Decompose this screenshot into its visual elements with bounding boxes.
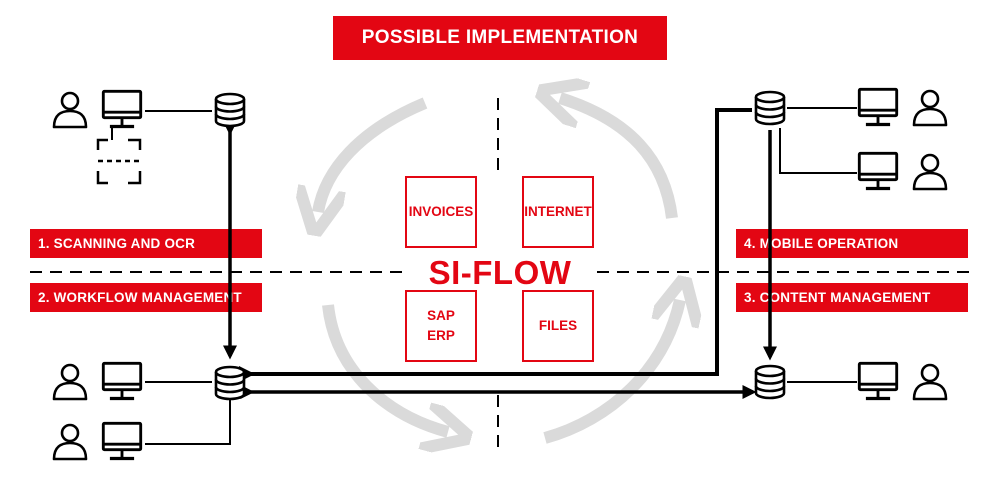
person-icon	[912, 89, 948, 127]
monitor-icon	[101, 421, 143, 461]
scanner-icon	[96, 138, 142, 185]
monitor-icon	[101, 361, 143, 401]
box-files: FILES	[522, 290, 594, 362]
dashed-axes	[30, 98, 970, 455]
connectors	[111, 107, 857, 445]
connector-top-right-2	[779, 128, 857, 174]
connector-bottom-left-2	[145, 398, 231, 445]
person-icon	[912, 153, 948, 191]
person-icon	[52, 91, 88, 129]
cycle-arrow-top-left	[318, 97, 428, 212]
connector-mobile-link	[239, 108, 752, 382]
person-icon	[52, 363, 88, 401]
box-sap-erp: SAP ERP	[405, 290, 477, 362]
person-icon	[52, 423, 88, 461]
title-banner: POSSIBLE IMPLEMENTATION	[333, 16, 667, 60]
database-icon	[754, 90, 786, 126]
box-invoices: INVOICES	[405, 176, 477, 248]
database-icon	[754, 364, 786, 400]
monitor-icon	[857, 87, 899, 127]
label-content-management: 3. CONTENT MANAGEMENT	[736, 283, 968, 312]
database-icon	[214, 365, 246, 401]
label-mobile-operation: 4. MOBILE OPERATION	[736, 229, 968, 258]
person-icon	[912, 363, 948, 401]
monitor-icon	[101, 89, 143, 129]
monitor-icon	[857, 151, 899, 191]
si-flow-title: SI-FLOW	[410, 250, 590, 296]
database-icon	[214, 92, 246, 128]
box-internet: INTERNET	[522, 176, 594, 248]
cycle-arrow-top-right	[560, 98, 678, 219]
monitor-icon	[857, 361, 899, 401]
